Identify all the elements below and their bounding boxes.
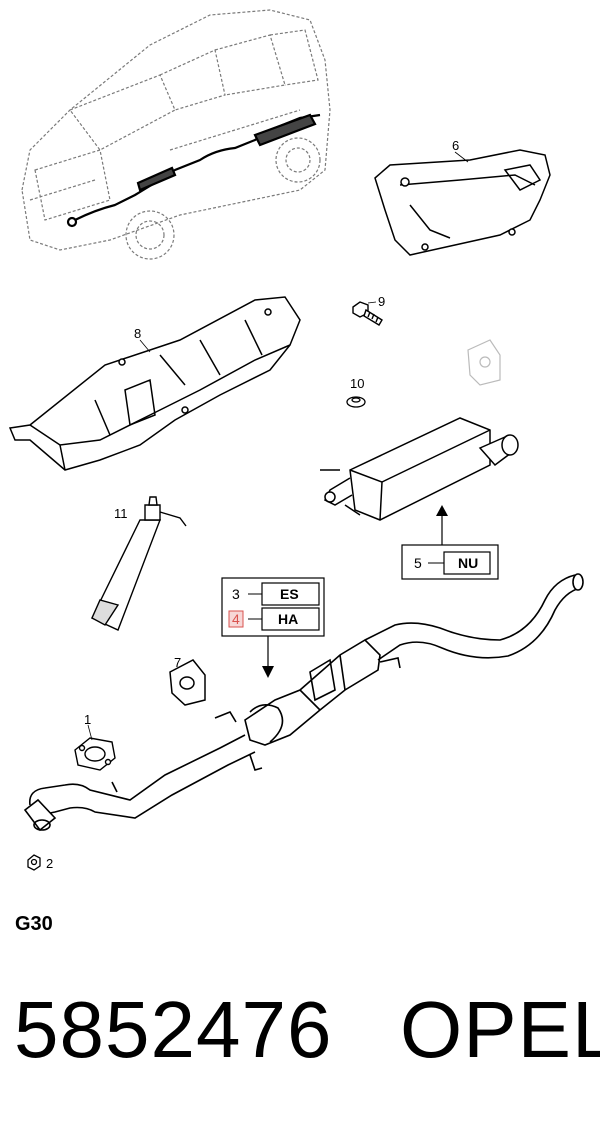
callout-2: 2 bbox=[46, 856, 53, 871]
bolt bbox=[352, 301, 383, 326]
part-number: 5852476 bbox=[14, 985, 333, 1074]
legend-ha-index: 4 bbox=[232, 611, 240, 627]
heat-shield-center bbox=[8, 296, 301, 471]
legend-ha-code: HA bbox=[278, 611, 298, 627]
section-code: G30 bbox=[15, 913, 53, 935]
flange-gasket bbox=[74, 737, 116, 771]
callout-1: 1 bbox=[84, 712, 91, 727]
rear-muffler bbox=[320, 417, 519, 521]
nut bbox=[346, 396, 366, 408]
legend-es-code: ES bbox=[280, 586, 299, 602]
legend-box-nu: 5 NU bbox=[401, 544, 499, 580]
sealant-tube bbox=[91, 496, 187, 631]
callout-7: 7 bbox=[174, 655, 181, 670]
vehicle-outline bbox=[21, 9, 331, 260]
legend-nu-code: NU bbox=[458, 555, 478, 571]
callout-10: 10 bbox=[350, 376, 364, 391]
callout-9: 9 bbox=[378, 294, 385, 309]
exhaust-pipe-catalytic-converter bbox=[23, 573, 584, 832]
callout-11: 11 bbox=[114, 506, 128, 521]
legend-box-es-ha: 3 ES 4 HA bbox=[221, 577, 325, 637]
small-nut bbox=[27, 854, 41, 871]
exhaust-system-diagram: 6 8 9 10 bbox=[8, 9, 584, 871]
legend-es-index: 3 bbox=[232, 586, 240, 602]
legend-nu-index: 5 bbox=[414, 555, 422, 571]
brand-name: OPEL bbox=[400, 985, 600, 1074]
rubber-mount bbox=[169, 659, 206, 706]
rubber-mount-ghost bbox=[467, 339, 501, 386]
callout-6: 6 bbox=[452, 138, 459, 153]
callout-8: 8 bbox=[134, 326, 141, 341]
vehicle-exhaust-path bbox=[66, 113, 321, 228]
heat-shield-rear bbox=[374, 149, 551, 256]
